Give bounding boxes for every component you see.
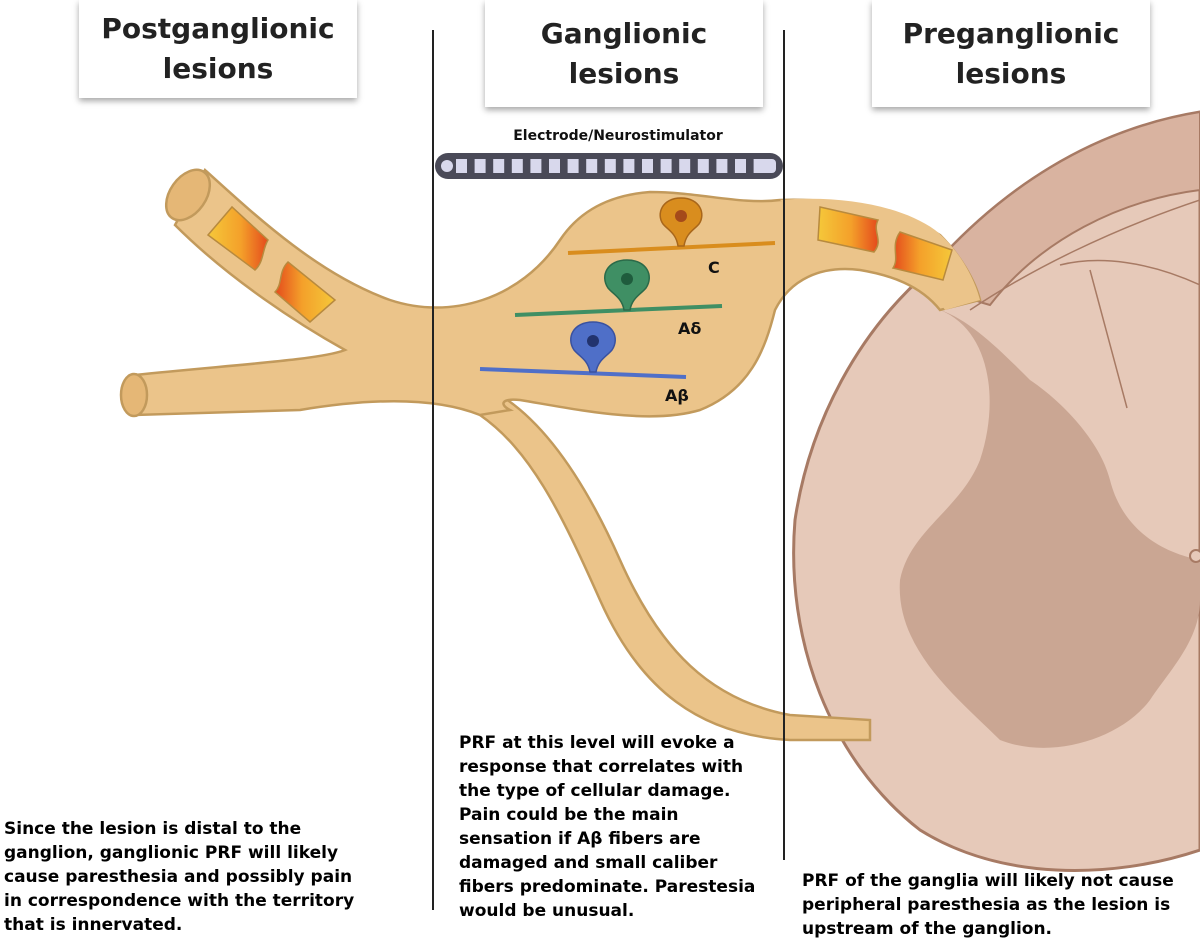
a-beta-fiber	[479, 321, 687, 379]
electrode-label: Electrode/Neurostimulator	[513, 128, 723, 144]
a-delta-neuron-nucleus	[621, 273, 633, 285]
electrode-contact	[753, 159, 765, 173]
c-fiber	[567, 197, 776, 255]
electrode-contacts	[441, 159, 776, 173]
spinal-cord-pia-line-2	[969, 199, 1200, 311]
header-preganglionic-text: Preganglionic lesions	[902, 16, 1120, 90]
spinal-cord-pia-line	[1059, 259, 1200, 286]
electrode-tip	[441, 160, 453, 172]
c-fiber-label: C	[708, 258, 720, 277]
header-postganglionic: Postganglionic lesions	[79, 0, 357, 98]
preganglionic-lesion	[817, 206, 953, 281]
electrode-contact	[697, 159, 709, 173]
electrode-contact	[623, 159, 635, 173]
a-beta-neuron-nucleus	[587, 335, 599, 347]
description-ganglionic: PRF at this level will evoke a response …	[459, 733, 756, 921]
spinal-cord-sulcus-line	[1089, 269, 1128, 409]
electrode-contact	[511, 159, 523, 173]
a-delta-fiber	[514, 259, 723, 317]
spinal-cord	[792, 110, 1200, 872]
electrode-end	[760, 159, 776, 173]
description-preganglionic: PRF of the ganglia will likely not cause…	[802, 871, 1174, 939]
central-canal	[1189, 549, 1200, 563]
electrode-contact	[493, 159, 505, 173]
lesion-segment	[273, 260, 337, 323]
lesion-segment	[206, 205, 269, 271]
electrode-contact	[604, 159, 616, 173]
electrode-neurostimulator	[435, 153, 783, 179]
electrode-contact	[679, 159, 691, 173]
electrode-contact	[567, 159, 579, 173]
c-fiber-axon	[567, 241, 776, 255]
electrode-contact	[456, 159, 467, 173]
c-neuron-nucleus	[675, 210, 687, 222]
postganglionic-lesion	[206, 205, 337, 323]
lesion-segment	[891, 231, 953, 281]
a-beta-fiber-label: Aβ	[665, 386, 689, 405]
header-ganglionic-text: Ganglionic lesions	[540, 16, 708, 90]
lesion-segment	[817, 206, 880, 253]
nerve-cut-end-lower	[119, 372, 149, 418]
electrode-contact	[474, 159, 486, 173]
electrode-contact	[530, 159, 542, 173]
electrode-contact	[549, 159, 560, 173]
electrode-contact	[716, 159, 728, 173]
header-preganglionic: Preganglionic lesions	[872, 0, 1150, 107]
electrode-contact	[586, 159, 598, 173]
a-delta-fiber-axon	[514, 304, 723, 317]
electrode-contact	[735, 159, 746, 173]
a-beta-fiber-axon	[479, 367, 687, 379]
description-postganglionic: Since the lesion is distal to the gangli…	[4, 819, 355, 935]
spinal-cord-gray-matter	[899, 310, 1200, 748]
electrode-contact	[660, 159, 672, 173]
electrode-contact	[642, 159, 653, 173]
divider-right	[783, 30, 785, 860]
header-ganglionic: Ganglionic lesions	[485, 0, 763, 107]
nerve-cut-end-upper	[164, 168, 212, 222]
nerve-ventral-branch	[478, 393, 872, 742]
header-postganglionic-text: Postganglionic lesions	[101, 12, 335, 85]
divider-left	[432, 30, 434, 910]
a-delta-fiber-label: Aδ	[678, 319, 701, 338]
